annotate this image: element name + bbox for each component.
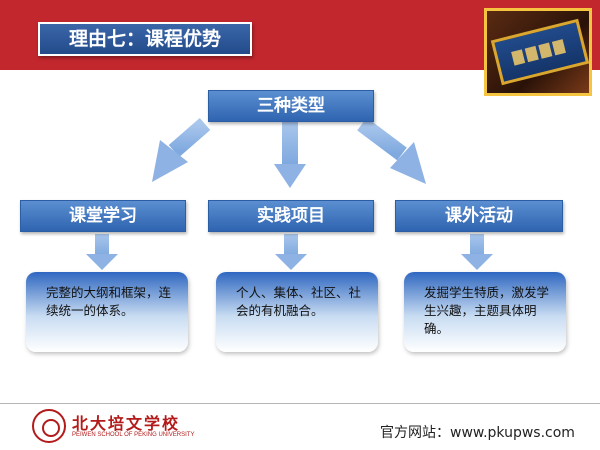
footer-divider [0, 403, 600, 404]
root-node: 三种类型 [208, 90, 374, 122]
arrow-down-1 [86, 234, 118, 270]
arrow-to-left [152, 117, 211, 182]
category-practice: 实践项目 [208, 200, 374, 232]
arrow-down-3 [461, 234, 493, 270]
slide-title: 理由七：课程优势 [38, 22, 252, 56]
campus-gate-photo [484, 8, 592, 96]
description-extracurricular: 发掘学生特质，激发学生兴趣，主题具体明确。 [404, 272, 566, 352]
category-extracurricular: 课外活动 [395, 200, 563, 232]
category-classroom: 课堂学习 [20, 200, 186, 232]
school-seal-icon [32, 409, 66, 443]
arrow-to-right [357, 117, 426, 184]
arrow-to-center [274, 122, 306, 188]
description-classroom: 完整的大纲和框架，连续统一的体系。 [26, 272, 188, 352]
arrow-down-2 [275, 234, 307, 270]
description-practice: 个人、集体、社区、社会的有机融合。 [216, 272, 378, 352]
school-logo-subtitle: PEIWEN SCHOOL OF PEKING UNIVERSITY [72, 432, 195, 438]
school-logo-text: 北大培文学校 [72, 414, 181, 433]
official-website: 官方网站：www.pkupws.com [380, 425, 575, 441]
